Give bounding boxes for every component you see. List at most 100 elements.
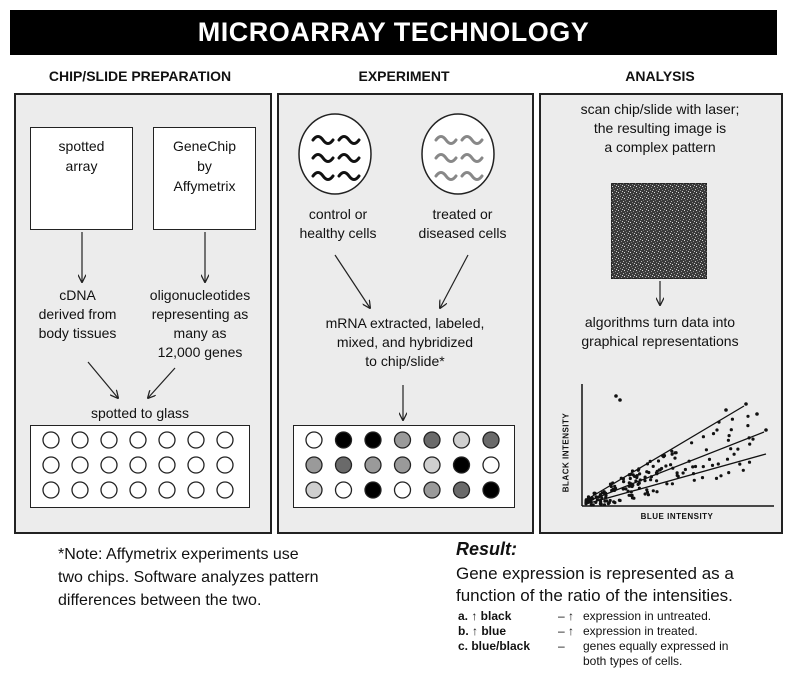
- scatter-point: [748, 442, 752, 446]
- result-legend: a. ↑ black – ↑ expression in untreated. …: [458, 609, 783, 669]
- legend-item-a: a. ↑ black – ↑ expression in untreated.: [458, 609, 783, 624]
- scatter-point: [651, 489, 655, 493]
- scatter-point: [638, 472, 642, 476]
- scatter-point: [741, 468, 745, 472]
- scatter-point: [645, 488, 649, 492]
- scatter-point: [656, 459, 661, 463]
- spot-light-gray: [305, 481, 323, 499]
- scatter-point: [716, 462, 720, 466]
- arrow-treated-to-mrna: [440, 254, 469, 308]
- scatter-point: [744, 402, 748, 406]
- scatter-point: [645, 470, 649, 474]
- scatter-point: [726, 438, 730, 442]
- scatter-point: [649, 478, 653, 482]
- scatter-point: [670, 449, 674, 453]
- scatter-point: [657, 468, 661, 472]
- spot-gray: [393, 431, 412, 449]
- scatter-point: [611, 487, 615, 491]
- analysis-panel: [539, 93, 783, 534]
- scatter-point: [655, 490, 659, 494]
- legend-key: b. ↑ blue: [458, 624, 506, 638]
- scatter-point: [600, 496, 604, 500]
- algorithms-label: algorithms turn data into graphical repr…: [581, 314, 739, 349]
- scatter-point: [730, 417, 734, 421]
- scatter-point: [624, 487, 628, 491]
- spot-black: [482, 481, 500, 499]
- scatter-xlabel: BLUE INTENSITY: [640, 512, 714, 521]
- hybridized-spot-grid: [305, 431, 500, 499]
- arrow-cdna-to-glass: [87, 361, 118, 398]
- scatter-point: [632, 496, 636, 500]
- spot-black: [364, 481, 382, 499]
- section-heading-analysis: ANALYSIS: [625, 68, 695, 84]
- scatter-point: [714, 476, 719, 480]
- scatter-point: [719, 474, 723, 478]
- scatter-point: [660, 466, 664, 471]
- scatter-point: [690, 441, 694, 445]
- scatter-point: [746, 424, 750, 428]
- scatter-point: [613, 501, 617, 505]
- scatter-point: [710, 463, 715, 467]
- spot-gray: [393, 456, 412, 474]
- scatter-point: [693, 464, 698, 469]
- scatter-point: [755, 412, 759, 416]
- section-heading-prep: CHIP/SLIDE PREPARATION: [48, 68, 232, 84]
- arrow-oligo-to-glass: [148, 367, 176, 398]
- scatter-point: [724, 408, 728, 412]
- scatter-point: [646, 493, 650, 497]
- scan-image: [611, 183, 707, 279]
- spot-dark-gray: [334, 456, 353, 474]
- page-title: MICROARRAY TECHNOLOGY: [10, 10, 777, 55]
- scatter-point: [675, 471, 679, 475]
- scatter-point: [746, 414, 750, 418]
- scatter-point: [701, 435, 705, 439]
- treated-cells-dish: [421, 113, 495, 195]
- scatter-point: [711, 432, 716, 436]
- spot-dark-gray: [452, 481, 471, 499]
- scatter-point: [738, 462, 742, 466]
- spot-light-gray: [423, 456, 441, 474]
- scatter-point: [635, 475, 639, 480]
- result-title: Result:: [456, 539, 518, 559]
- scan-label: scan chip/slide with laser; the resultin…: [580, 101, 740, 155]
- spot-gray: [423, 481, 441, 499]
- scatter-point: [613, 484, 617, 488]
- scatter-point: [606, 502, 610, 506]
- hybridized-chip: [293, 425, 515, 508]
- scatter-point: [637, 481, 641, 485]
- scatter-point: [600, 491, 604, 495]
- scatter-point: [736, 447, 740, 451]
- spot-dark-gray: [423, 431, 441, 449]
- scatter-point: [715, 428, 719, 432]
- scatter-point: [651, 464, 655, 468]
- scatter-point: [729, 447, 733, 451]
- arrow-control-to-mrna: [334, 254, 370, 308]
- spotted-to-glass-label: spotted to glass: [90, 405, 190, 421]
- legend-dash: – ↑: [558, 609, 575, 623]
- scatter-ylabel: BLACK INTENSITY: [561, 412, 571, 493]
- glass-slide: [30, 425, 250, 508]
- spot-black: [364, 431, 382, 449]
- scatter-point: [664, 464, 668, 468]
- section-heading-experiment: EXPERIMENT: [358, 68, 450, 84]
- spotted-array-box: spotted array: [30, 127, 133, 230]
- spot-black: [334, 431, 353, 449]
- spot-white: [482, 456, 500, 474]
- oligonucleotides-label: oligonucleotides representing as many as…: [149, 287, 251, 360]
- scatter-point: [645, 490, 649, 494]
- legend-desc: expression in untreated.: [583, 609, 712, 623]
- empty-spot-grid: [42, 431, 234, 499]
- scatter-point: [670, 482, 674, 486]
- legend-key: a. ↑ black: [458, 609, 512, 623]
- trend-line-upper: [585, 405, 745, 501]
- scatter-point: [670, 452, 674, 456]
- trend-line-lower: [585, 453, 767, 505]
- scatter-point: [764, 428, 768, 432]
- mrna-label: mRNA extracted, labeled, mixed, and hybr…: [325, 315, 485, 369]
- scatter-point: [627, 481, 631, 485]
- result-text: Gene expression is represented as a func…: [456, 564, 734, 605]
- spot-gray: [305, 456, 323, 474]
- cdna-label: cDNA derived from body tissues: [38, 287, 117, 341]
- scatter-point: [608, 498, 612, 503]
- scatter-point: [692, 478, 696, 482]
